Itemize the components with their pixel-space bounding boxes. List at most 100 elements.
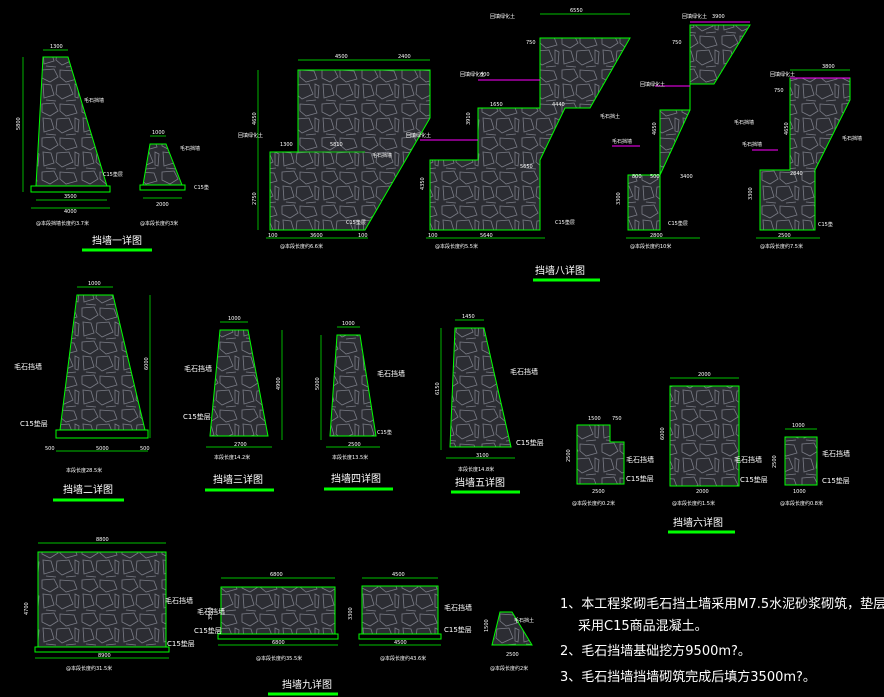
- dim-label: 2400: [398, 54, 411, 60]
- dim-label: 500: [140, 446, 150, 452]
- dim-label: 3400: [680, 174, 693, 180]
- title-wall1: 挡墙一详图: [92, 234, 142, 247]
- dim-label: 4500: [394, 640, 407, 646]
- wall-label: 毛石挡墙: [734, 119, 754, 126]
- wall-label: 毛石挡土: [600, 113, 620, 120]
- soil-label: 回填绿化土: [238, 132, 263, 139]
- dim-label: 4500: [392, 572, 405, 578]
- dim-label: 4350: [420, 177, 426, 190]
- section-length: @本段长度约35.5米: [256, 655, 302, 662]
- wall5-detail: 1450 6150 3100 毛石挡墙 C15垫层 本段长度14.8米 挡墙五详…: [435, 314, 544, 494]
- wall-label: 毛石挡墙: [444, 603, 472, 612]
- dim-label: 5000: [315, 377, 321, 390]
- cushion-label: C15垫: [818, 221, 833, 228]
- section-length: @本段长度约0.2米: [572, 500, 615, 507]
- dim-label: 1650: [490, 102, 503, 108]
- dim-label: 4500: [335, 54, 348, 60]
- dim-label: 3300: [348, 607, 354, 620]
- title-wall8: 挡墙八详图: [535, 264, 585, 277]
- dim-label: 8800: [96, 537, 109, 543]
- dim-label: 500: [45, 446, 55, 452]
- wall-label: 毛石挡墙: [822, 449, 850, 458]
- dim-label: 1000: [793, 489, 806, 495]
- section-length: 本段长度14.2米: [214, 454, 250, 461]
- wall-label: 毛石挡墙: [377, 369, 405, 378]
- wall3-detail: 1000 4900 2700 毛石挡墙 C15垫层 本段长度14.2米 挡墙三详…: [183, 316, 283, 492]
- dim-label: 100: [428, 233, 438, 239]
- dim-label: 6000: [660, 427, 666, 440]
- wall-label: 毛石挡墙: [165, 596, 193, 605]
- dim-label: 2000: [696, 489, 709, 495]
- dim-label: 3910: [466, 112, 472, 125]
- wall1-cushion: [30, 185, 111, 193]
- dim-label: 1000: [88, 281, 101, 287]
- wall-label: 毛石挡墙: [184, 364, 212, 373]
- dim-label: 4440: [552, 102, 565, 108]
- wall9-s3-body: [361, 585, 439, 635]
- wall-label: 毛石挡墙: [197, 607, 225, 616]
- wall9-detail: 8800 4700 8900 毛石挡墙 C15垫层 @本段长度约31.5米 68…: [24, 537, 534, 696]
- dim-label: 3500: [208, 607, 214, 620]
- dim-label: 3100: [476, 453, 489, 459]
- title-wall2: 挡墙二详图: [63, 483, 113, 496]
- section-length: @本段长度约0.8米: [780, 500, 823, 507]
- cushion-label: C15垫层: [20, 419, 48, 428]
- wall8-s3-body: [627, 24, 751, 231]
- cushion-label: C15垫层: [626, 474, 654, 483]
- dim-label: 4650: [652, 122, 658, 135]
- soil-label: 回填绿化土: [460, 71, 485, 78]
- cushion-label: C15垫层: [668, 220, 688, 227]
- dim-label: 750: [672, 40, 682, 46]
- dim-label: 5800: [16, 117, 22, 130]
- dim-label: 1000: [342, 321, 355, 327]
- wall-label: 毛石挡墙: [842, 135, 862, 142]
- note-line-2: 采用C15商品混凝土。: [578, 618, 708, 634]
- wall-label: 毛石挡墙: [510, 367, 538, 376]
- wall-label: 毛石挡土: [514, 617, 534, 624]
- section-length: @本段长度约3米: [140, 220, 178, 227]
- wall-label: 毛石挡墙: [626, 455, 654, 464]
- cushion-label: C15垫: [377, 429, 392, 436]
- dim-label: 2000: [156, 202, 169, 208]
- dim-label: 500: [650, 174, 660, 180]
- section-length: 本段长度14.8米: [458, 466, 494, 473]
- wall6-c-body: [784, 436, 818, 486]
- general-notes: 1、本工程浆砌毛石挡土墙采用M7.5水泥砂浆砌筑，垫层 采用C15商品混凝土。 …: [560, 596, 884, 685]
- note-line-3: 2、毛石挡墙基础挖方9500m?。: [560, 643, 751, 659]
- cushion-label: C15垫层: [183, 412, 211, 421]
- title-wall3: 挡墙三详图: [213, 473, 263, 486]
- dim-label: 1300: [50, 44, 63, 50]
- wall9-s4-body: [491, 611, 533, 646]
- dim-label: 1450: [462, 314, 475, 320]
- soil-label: 回填绿化土: [490, 13, 515, 20]
- title-wall4: 挡墙四详图: [331, 472, 381, 485]
- dim-label: 2800: [650, 233, 663, 239]
- dim-label: 2500: [592, 489, 605, 495]
- dim-label: 3300: [616, 192, 622, 205]
- wall5-body: [449, 327, 512, 448]
- wall1-small-cushion: [139, 184, 186, 191]
- title-wall5: 挡墙五详图: [455, 476, 505, 489]
- dim-label: 2750: [252, 192, 258, 205]
- dim-label: 1500: [588, 416, 601, 422]
- dim-label: 2500: [348, 442, 361, 448]
- wall-label: 毛石挡墙: [14, 362, 42, 371]
- dim-label: 2500: [778, 233, 791, 239]
- dim-label: 4000: [64, 209, 77, 215]
- dim-label: 4700: [24, 602, 30, 615]
- dim-label: 2700: [234, 442, 247, 448]
- dim-label: 750: [526, 40, 536, 46]
- cushion-label: C15垫层: [516, 438, 544, 447]
- dim-label: 4650: [252, 112, 258, 125]
- wall2-body: [59, 294, 146, 431]
- wall-label: 毛石挡墙: [180, 145, 200, 152]
- dim-label: 750: [612, 416, 622, 422]
- wall9-s1-body: [37, 551, 167, 648]
- cushion-label: C15垫层: [194, 626, 222, 635]
- section-length: @本段挡墙长度约3.7米: [36, 220, 89, 227]
- soil-label: 回填绿化土: [640, 81, 665, 88]
- cushion-label: C15垫层: [103, 171, 123, 178]
- dim-label: 1300: [280, 142, 293, 148]
- wall1-small-body: [142, 143, 183, 186]
- dim-label: 2500: [506, 652, 519, 658]
